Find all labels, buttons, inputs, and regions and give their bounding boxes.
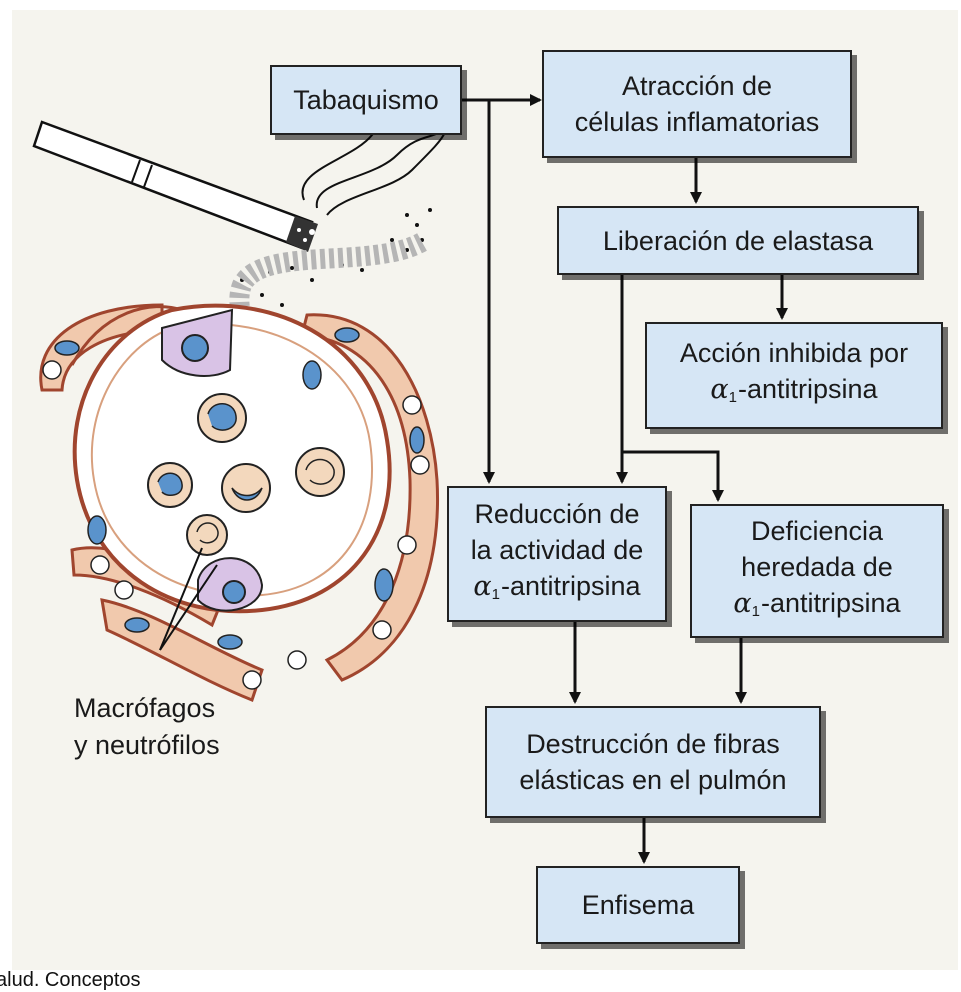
smoke-arrow	[229, 232, 427, 386]
box-enfisema-label: Enfisema	[581, 890, 695, 920]
box-deficiencia-line1: Deficiencia	[750, 515, 884, 546]
cells-label-line2: y neutrófilos	[74, 730, 220, 760]
box-destruccion: Destrucción de fibras elásticas en el pu…	[485, 706, 821, 818]
alpha-subscript: 1	[728, 389, 737, 406]
diagram-figure: Tabaquismo Atracción de células inflamat…	[12, 10, 958, 970]
box-enfisema: Enfisema	[536, 866, 740, 944]
caption-text: alud. Conceptos	[0, 969, 141, 991]
box-tabaquismo: Tabaquismo	[270, 65, 462, 135]
box-deficiencia: Deficiencia heredada de α1-antitripsina	[690, 504, 944, 638]
box-liberacion-label: Liberación de elastasa	[602, 225, 874, 256]
box-reduccion-line3: α1-antitripsina	[473, 568, 640, 613]
box-reduccion: Reducción de la actividad de α1-antitrip…	[447, 486, 667, 622]
box-accion-antitripsina: -antitripsina	[738, 374, 878, 404]
flow-graphics	[32, 94, 788, 864]
alpha-subscript: 1	[491, 585, 500, 603]
box-destruccion-line2: elásticas en el pulmón	[519, 765, 787, 795]
box-atraccion: Atracción de células inflamatorias	[542, 50, 852, 158]
box-accion-line2: α1-antitripsina	[710, 371, 877, 416]
box-liberacion: Liberación de elastasa	[557, 206, 919, 275]
box-deficiencia-line3: α1-antitripsina	[733, 585, 900, 630]
neutrophil-icon	[147, 393, 345, 556]
box-atraccion-line1: Atracción de	[621, 71, 773, 101]
cells-label-line1: Macrófagos	[74, 693, 216, 723]
alpha-symbol: α	[733, 587, 752, 619]
box-accion-line1: Acción inhibida por	[679, 338, 909, 368]
cigarette-icon	[32, 120, 318, 252]
alpha-symbol: α	[473, 570, 492, 602]
cells-label: Macrófagos y neutrófilos	[74, 690, 220, 764]
alveolus-icon	[39, 303, 440, 702]
box-accion: Acción inhibida por α1-antitripsina	[645, 322, 943, 429]
alpha-symbol: α	[710, 374, 729, 405]
box-tabaquismo-label: Tabaquismo	[293, 85, 439, 115]
box-reduccion-antitripsina: -antitripsina	[501, 570, 641, 601]
box-deficiencia-antitripsina: -antitripsina	[761, 587, 901, 618]
box-atraccion-line2: células inflamatorias	[574, 107, 820, 137]
box-destruccion-line1: Destrucción de fibras	[526, 729, 780, 759]
box-reduccion-line1: Reducción de	[474, 498, 640, 529]
box-reduccion-line2: la actividad de	[470, 534, 644, 565]
box-deficiencia-line2: heredada de	[741, 551, 893, 582]
flow-connectors	[462, 94, 788, 864]
alpha-subscript: 1	[751, 602, 760, 620]
